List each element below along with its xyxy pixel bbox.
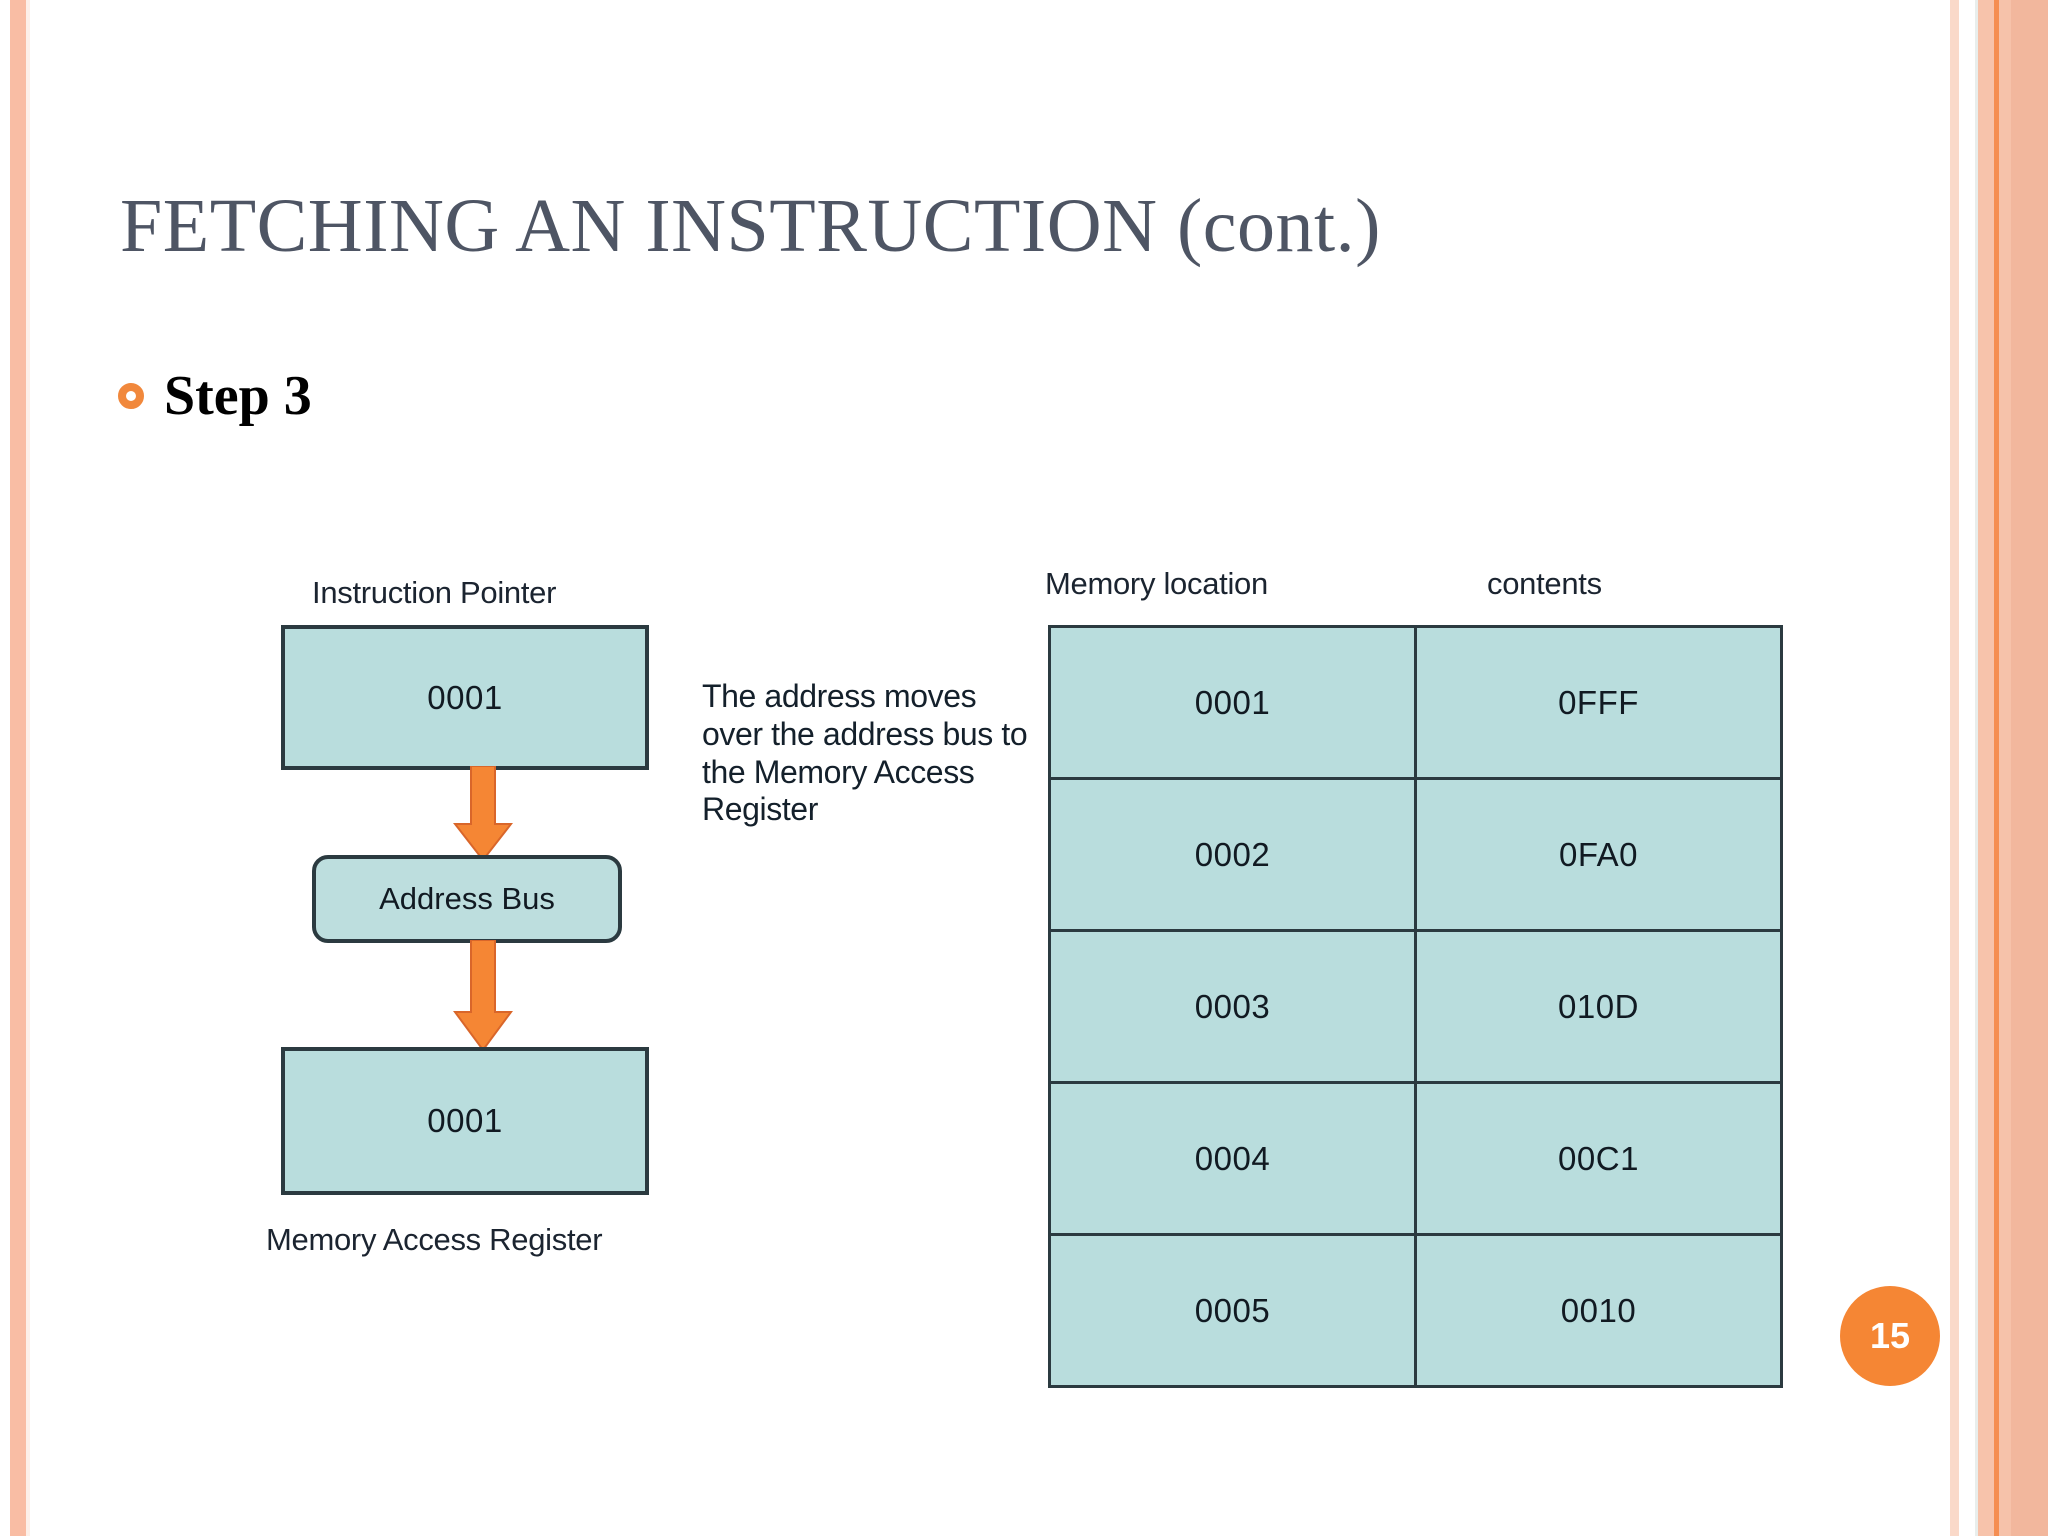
bullet-row: Step 3 bbox=[118, 368, 312, 424]
down-arrow-icon-2 bbox=[453, 939, 513, 1052]
table-cell-location: 0001 bbox=[1048, 625, 1417, 780]
table-cell-contents: 0FFF bbox=[1414, 625, 1783, 780]
table-row: 0003 010D bbox=[1048, 929, 1783, 1084]
left-edge-stripe-inner bbox=[26, 0, 30, 1536]
memory-location-header: Memory location bbox=[1045, 566, 1268, 601]
table-cell-contents: 010D bbox=[1414, 929, 1783, 1084]
memory-access-register-label: Memory Access Register bbox=[266, 1222, 603, 1257]
left-edge-stripe-outer bbox=[10, 0, 26, 1536]
table-row: 0004 00C1 bbox=[1048, 1081, 1783, 1236]
table-row: 0002 0FA0 bbox=[1048, 777, 1783, 932]
table-row: 0005 0010 bbox=[1048, 1233, 1783, 1388]
down-arrow-icon-1 bbox=[452, 765, 514, 862]
right-edge-stripe-4 bbox=[1978, 0, 1994, 1536]
right-edge-stripe-3 bbox=[1975, 0, 1978, 1536]
table-cell-location: 0003 bbox=[1048, 929, 1417, 1084]
instruction-pointer-box: 0001 bbox=[281, 625, 649, 770]
right-edge-stripe-6 bbox=[1999, 0, 2011, 1536]
table-cell-location: 0004 bbox=[1048, 1081, 1417, 1236]
address-bus-box: Address Bus bbox=[312, 855, 622, 943]
contents-header: contents bbox=[1487, 566, 1602, 601]
page-title: FETCHING AN INSTRUCTION (cont.) bbox=[120, 188, 1381, 264]
right-edge-stripe-7 bbox=[2011, 0, 2048, 1536]
table-row: 0001 0FFF bbox=[1048, 625, 1783, 780]
right-edge-stripe-5 bbox=[1994, 0, 1999, 1536]
explanation-text: The address moves over the address bus t… bbox=[702, 678, 1028, 828]
page-title-suffix: (cont.) bbox=[1157, 184, 1381, 268]
table-cell-contents: 0010 bbox=[1414, 1233, 1783, 1388]
right-edge-stripe-2 bbox=[1959, 0, 1975, 1536]
instruction-pointer-label: Instruction Pointer bbox=[312, 575, 557, 610]
memory-table: 0001 0FFF 0002 0FA0 0003 010D 0004 00C1 … bbox=[1048, 625, 1783, 1388]
memory-table-body: 0001 0FFF 0002 0FA0 0003 010D 0004 00C1 … bbox=[1048, 625, 1783, 1388]
hollow-circle-bullet-icon bbox=[118, 383, 144, 409]
table-cell-contents: 00C1 bbox=[1414, 1081, 1783, 1236]
page-number-badge: 15 bbox=[1840, 1286, 1940, 1386]
right-edge-stripe-1 bbox=[1950, 0, 1959, 1536]
table-cell-location: 0005 bbox=[1048, 1233, 1417, 1388]
table-cell-location: 0002 bbox=[1048, 777, 1417, 932]
bullet-label: Step 3 bbox=[164, 365, 312, 427]
page-title-main: FETCHING AN INSTRUCTION bbox=[120, 184, 1158, 268]
table-cell-contents: 0FA0 bbox=[1414, 777, 1783, 932]
memory-access-register-box: 0001 bbox=[281, 1047, 649, 1195]
